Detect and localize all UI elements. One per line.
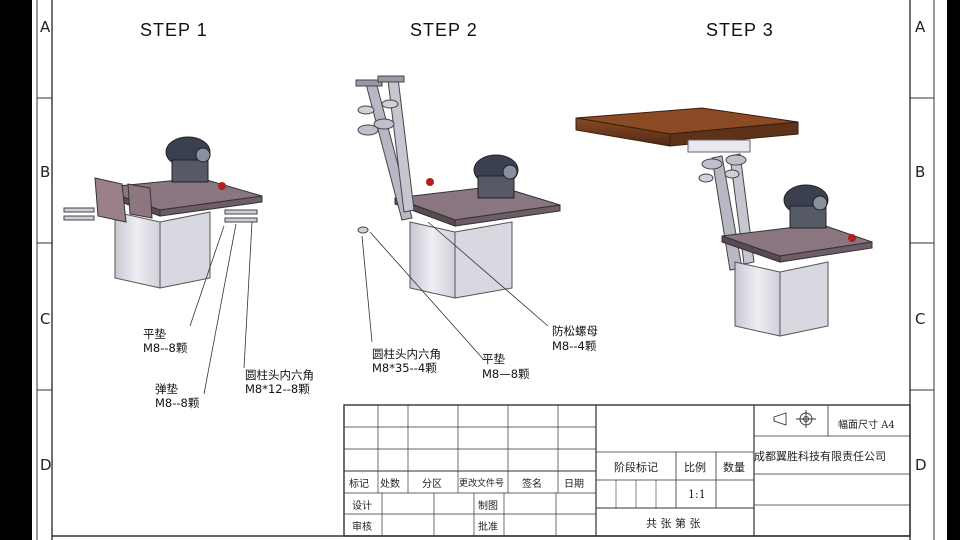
step-2-title: STEP 2: [410, 20, 478, 40]
sheet-count: 共 张 第 张: [646, 517, 701, 530]
label-approve: 批准: [478, 522, 498, 533]
zone-left-b: B: [40, 163, 51, 181]
zone-left-a: A: [40, 18, 51, 36]
label-scale: 比例: [684, 461, 706, 474]
s1-screw-name: 圆柱头内六角: [245, 368, 314, 382]
row-label-change-doc: 更改文件号: [459, 479, 505, 489]
step-1-title: STEP 1: [140, 20, 208, 40]
s1-flat-washer-spec: M8--8颗: [143, 341, 188, 355]
s1-spring-washer-spec: M8--8颗: [155, 396, 200, 410]
s1-spring-washer-name: 弹垫: [155, 382, 178, 396]
s2-washer-name: 平垫: [482, 352, 505, 366]
zone-right-d: D: [915, 456, 927, 474]
zone-right-b: B: [915, 163, 926, 181]
label-draw: 制图: [478, 501, 498, 512]
row-label-zone: 分区: [422, 479, 442, 490]
s1-flat-washer-name: 平垫: [143, 327, 166, 341]
sheet-size: 幅面尺寸 A4: [838, 420, 895, 431]
left-black-border: [0, 0, 32, 540]
label-quantity: 数量: [723, 461, 745, 474]
label-stage-mark: 阶段标记: [614, 461, 658, 474]
zone-left-d: D: [40, 456, 52, 474]
row-label-mark: 标记: [349, 479, 369, 490]
zone-right-c: C: [915, 310, 926, 328]
s2-nut-spec: M8--4颗: [552, 339, 597, 353]
s2-nut-name: 防松螺母: [552, 324, 598, 338]
company-name: 成都翼胜科技有限责任公司: [754, 450, 886, 463]
step-3-title: STEP 3: [706, 20, 774, 40]
s2-screw-name: 圆柱头内六角: [372, 347, 441, 361]
s2-washer-spec: M8—8颗: [482, 367, 530, 381]
label-review: 审核: [352, 522, 372, 533]
right-black-border: [947, 0, 960, 540]
scale-value: 1:1: [688, 488, 706, 501]
zone-right-a: A: [915, 18, 926, 36]
row-label-date: 日期: [564, 479, 584, 490]
row-label-sign: 签名: [522, 479, 542, 490]
row-label-count: 处数: [380, 479, 400, 490]
s2-screw-spec: M8*35--4颗: [372, 361, 437, 375]
label-design: 设计: [352, 501, 372, 512]
s1-screw-spec: M8*12--8颗: [245, 382, 310, 396]
zone-left-c: C: [40, 310, 51, 328]
